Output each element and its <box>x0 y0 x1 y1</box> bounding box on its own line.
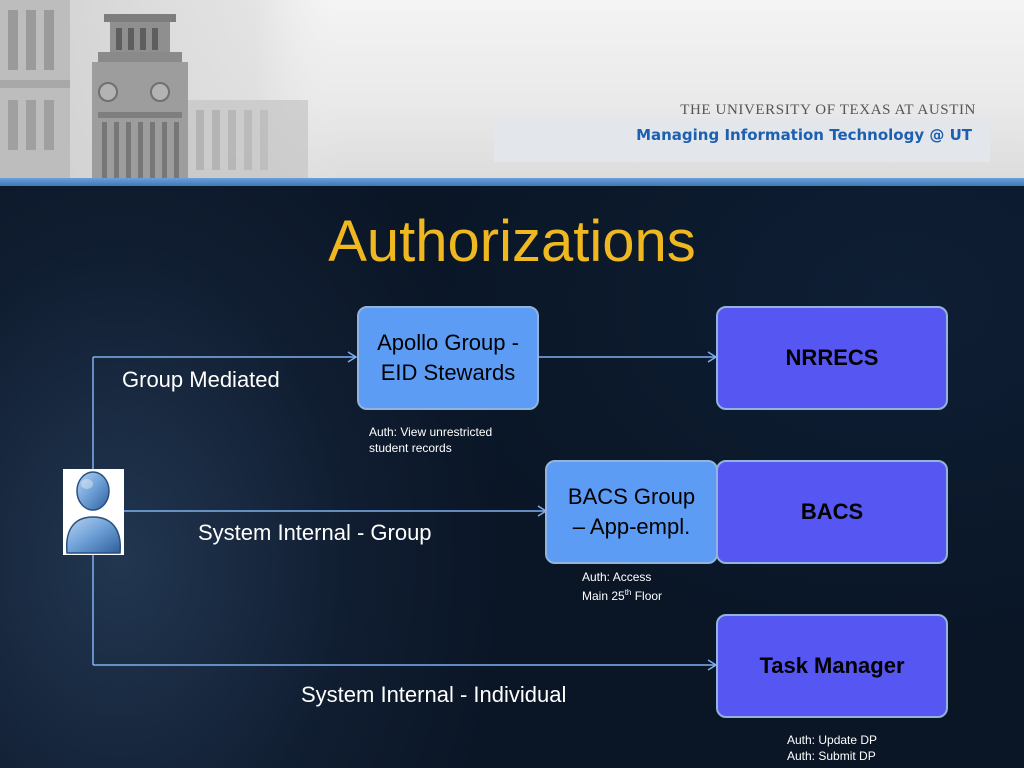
bacs-auth-note: Auth: Access Main 25th Floor <box>582 569 662 604</box>
tower-image <box>0 0 340 180</box>
nrrecs-box: NRRECS <box>716 306 948 410</box>
header-subtitle-link[interactable]: Managing Information Technology @ UT <box>636 126 972 144</box>
apollo-group-label: Apollo Group - EID Stewards <box>377 330 519 385</box>
apollo-group-box: Apollo Group - EID Stewards <box>357 306 539 410</box>
bacs-auth-floor-prefix: Main 25 <box>582 589 625 603</box>
bacs-auth-line-1: Auth: Access <box>582 570 652 584</box>
slide-header: THE UNIVERSITY OF TEXAS AT AUSTIN Managi… <box>0 0 1024 180</box>
bacs-auth-floor-suffix: Floor <box>631 589 663 603</box>
task-manager-auth-note: Auth: Update DP Auth: Submit DP <box>787 732 877 764</box>
apollo-auth-note: Auth: View unrestricted student records <box>369 424 492 456</box>
bacs-group-label: BACS Group – App-empl. <box>567 484 696 539</box>
header-stripe <box>0 178 1024 186</box>
bacs-auth-floor-sup: th <box>624 588 632 597</box>
bacs-box: BACS <box>716 460 948 564</box>
task-auth-line-1: Auth: Update DP <box>787 733 878 747</box>
task-manager-box: Task Manager <box>716 614 948 718</box>
nrrecs-label: NRRECS <box>785 345 879 370</box>
university-name: THE UNIVERSITY OF TEXAS AT AUSTIN <box>680 102 976 118</box>
group-mediated-label: Group Mediated <box>122 367 280 392</box>
banner-box <box>494 118 990 162</box>
system-internal-group-label: System Internal - Group <box>198 520 432 545</box>
bacs-auth-line-2: Main 25th Floor <box>582 585 662 604</box>
task-manager-label: Task Manager <box>759 653 905 678</box>
apollo-auth-line-1: Auth: View unrestricted <box>369 425 493 439</box>
user-icon <box>63 469 124 555</box>
apollo-auth-line-2: student records <box>369 441 452 455</box>
bacs-label: BACS <box>800 499 864 524</box>
task-auth-line-2: Auth: Submit DP <box>787 749 876 763</box>
bacs-group-box: BACS Group – App-empl. <box>545 460 718 564</box>
slide-title: Authorizations <box>328 209 696 274</box>
arrowhead-apollo <box>347 351 358 363</box>
system-internal-individual-label: System Internal - Individual <box>301 682 567 707</box>
